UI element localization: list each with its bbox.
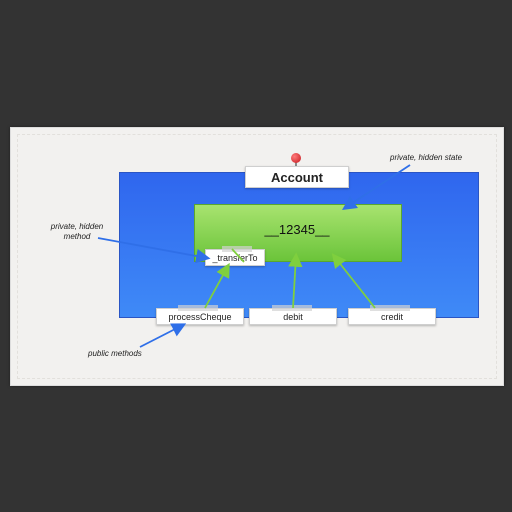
arrow-debit-to-state	[288, 252, 303, 309]
pin-needle	[295, 162, 297, 168]
note-hidden-method-line2: method	[63, 232, 91, 241]
state-value: __12345__	[264, 222, 330, 237]
title-label: Account	[271, 169, 323, 185]
note-public-methods: public methods	[88, 349, 142, 358]
tape-strip	[370, 305, 410, 311]
note-hidden-state: private, hidden state	[390, 153, 463, 162]
tape-strip	[178, 305, 218, 311]
arrow-hidden-method	[97, 237, 211, 264]
method-label-transfer: _transferTo	[212, 252, 258, 263]
method-label-process: processCheque	[168, 311, 232, 322]
title-card: Account	[245, 166, 349, 188]
arrow-transfer-to-state	[231, 248, 245, 263]
pushpin-icon	[291, 153, 301, 163]
note-hidden-method: private, hidden method	[46, 222, 108, 242]
note-hidden-method-line1: private, hidden	[50, 222, 104, 231]
method-label-debit: debit	[283, 311, 303, 322]
arrow-hidden-state	[341, 164, 411, 210]
tape-strip	[222, 246, 252, 252]
tape-strip	[272, 305, 312, 311]
arrow-public-methods	[139, 323, 187, 348]
arrow-process-to-transfer	[204, 262, 230, 309]
method-label-credit: credit	[380, 311, 403, 322]
arrow-credit-to-state	[331, 253, 376, 309]
slide-border	[17, 134, 497, 379]
